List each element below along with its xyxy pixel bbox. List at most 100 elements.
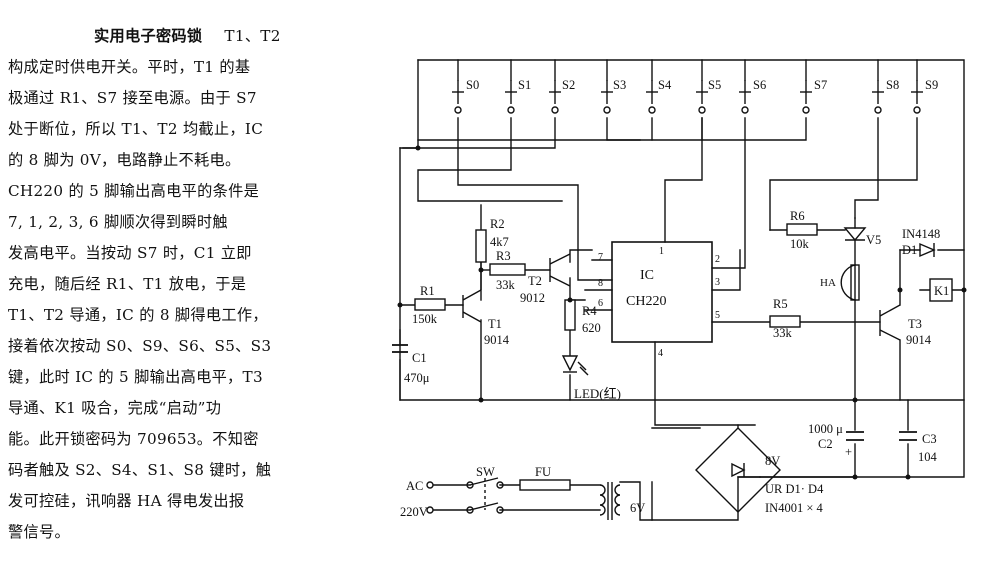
part-t1: 9014 [484,333,510,347]
switch-s3 [601,80,613,114]
article-line: T1、T2 导通，IC 的 8 脚得电工作， [8,306,268,324]
label-r2: R2 [490,217,505,231]
article-line: 接着依次按动 S0、S9、S6、S5、S3 [8,337,272,355]
label-ac: AC [406,479,423,493]
capacitor-c1 [392,344,408,353]
value-r1: 150k [412,312,438,326]
label-c1: C1 [412,351,427,365]
label-s2: S2 [562,78,575,92]
article-line: 构成定时供电开关。平时，T1 的基 [8,58,251,76]
label-r5: R5 [773,297,788,311]
article-line: 发高电平。当按动 S7 时，C1 立即 [8,244,252,262]
label-c2: C2 [818,437,833,451]
article-line: 码者触及 S2、S4、S1、S8 键时，触 [8,461,272,479]
article-line1-rest: T1、T2 [224,27,281,45]
capacitor-c2 [846,431,864,441]
label-bridge: UR D1· D4 [765,482,824,496]
label-s6: S6 [753,78,766,92]
part-bridge: IN4001 × 4 [765,501,823,515]
article-line: CH220 的 5 脚输出高电平的条件是 [8,182,260,200]
label-ac-voltage: 220V [400,505,428,519]
bridge-voltage: 8V [765,454,780,468]
transformer [599,482,621,520]
label-s9: S9 [925,78,938,92]
transistor-t2 [549,253,571,287]
ic-pin-4: 4 [658,348,663,359]
led-red [561,355,589,376]
thyristor-v5 [843,227,867,242]
switch-s7 [800,80,812,114]
label-sw: SW [476,465,495,479]
label-t1: T1 [488,317,502,331]
transistor-t1 [462,262,482,323]
ground-rail [399,147,965,401]
label-s5: S5 [708,78,721,92]
value-c1: 470μ [404,371,430,385]
article-title: 实用电子密码锁 [94,27,203,45]
value-r6: 10k [790,237,810,251]
label-s7: S7 [814,78,827,92]
article-line: 7, 1, 2, 3, 6 脚顺次得到瞬时触 [8,213,228,231]
article-line: 的 8 脚为 0V，电路静止不耗电。 [8,151,241,169]
ic-pin-7: 7 [598,252,603,263]
ac-terminals [426,481,434,514]
transistor-t3 [879,304,901,341]
ic-pin-8: 8 [598,278,603,289]
buzzer-ha [840,264,860,301]
ic-name: IC [640,268,654,283]
article-line: 发可控硅，讯响器 HA 得电发出报 [8,492,245,510]
part-t3: 9014 [906,333,932,347]
ic-pin-6: 6 [598,298,603,309]
switch-s4 [646,80,658,114]
resistor-r4 [564,299,576,331]
switch-s5 [696,80,708,114]
label-v5: V5 [866,233,881,247]
label-secondary-voltage: 6V [630,501,645,515]
junction-dots [397,145,967,480]
ic-pin-1: 1 [659,246,664,257]
article-line: 键，此时 IC 的 5 脚输出高电平，T3 [8,368,263,386]
value-c2: 1000 μ [808,422,843,436]
label-s4: S4 [658,78,672,92]
resistor-r1 [414,298,446,311]
value-r2: 4k7 [490,235,509,249]
label-t3: T3 [908,317,922,331]
switch-s2 [549,80,561,114]
circuit-schematic: S0 S1 S2 S3 S4 S5 S6 S7 S8 S9 IC CH220 1… [392,59,967,521]
label-s3: S3 [613,78,626,92]
label-k1: K1 [934,284,949,298]
label-d1: D1 [902,243,917,257]
fuse-fu [519,479,571,491]
value-r5: 33k [773,326,793,340]
label-r6: R6 [790,209,805,223]
ic-ch220 [611,241,713,343]
switch-s8 [872,80,884,114]
switch-s6 [739,80,751,114]
resistor-r3 [489,263,526,276]
switch-s1 [505,80,517,114]
c2-polarity: + [845,445,852,459]
part-d1: IN4148 [902,227,940,241]
article-line: 警信号。 [8,523,70,541]
diode-d1 [919,242,936,258]
supply-rail [417,59,965,478]
capacitor-c3 [899,431,917,441]
ic-pin-5: 5 [715,310,720,321]
article-line-1: 实用电子密码锁 T1、T2 [8,26,281,46]
value-c3: 104 [918,450,938,464]
resistor-r5 [769,315,801,328]
resistor-r6 [786,223,818,236]
label-t2: T2 [528,274,542,288]
article-line: 充电，随后经 R1、T1 放电，于是 [8,275,247,293]
label-r4: R4 [582,304,597,318]
article-line: 能。此开锁密码为 709653。不知密 [8,430,259,448]
bridge-rectifier [695,427,781,513]
part-t2: 9012 [520,291,545,305]
switch-sw [466,477,504,514]
label-ha: HA [820,277,836,289]
ic-pin-2: 2 [715,254,720,265]
label-s1: S1 [518,78,531,92]
label-s8: S8 [886,78,899,92]
label-s0: S0 [466,78,479,92]
